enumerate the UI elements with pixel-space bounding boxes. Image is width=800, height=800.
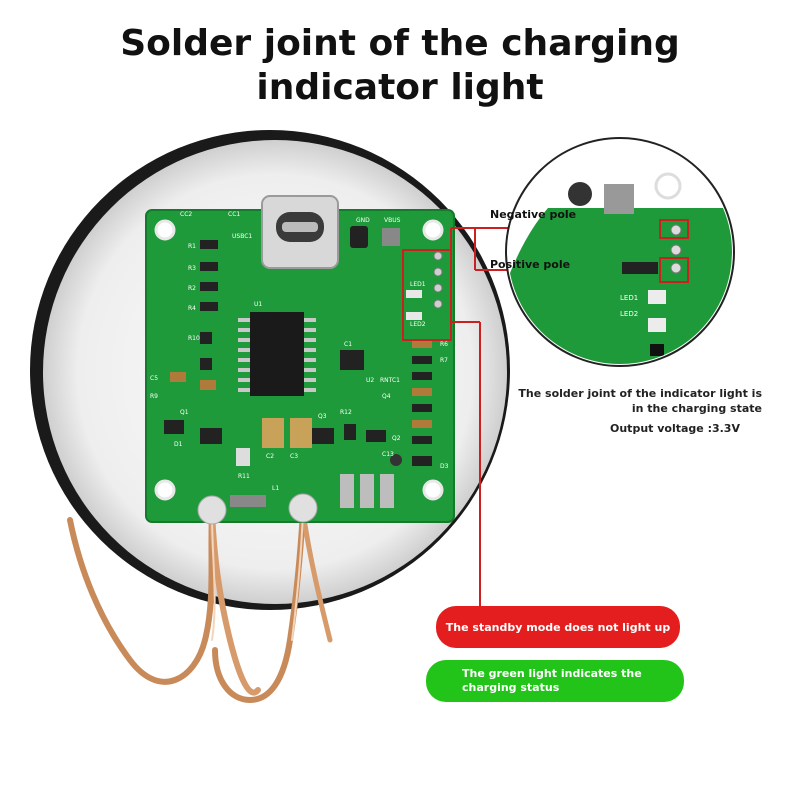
pcb-label-u2: U2: [366, 377, 374, 384]
pcb-label-gnd: GND: [356, 217, 370, 224]
pcb-label-c1: C1: [344, 341, 352, 348]
pcb-label-d1: D1: [174, 441, 183, 448]
charging-status-line-1: The green light indicates the: [462, 667, 642, 680]
standby-status-text: The standby mode does not light up: [445, 620, 671, 634]
pcb-label-q1: Q1: [180, 409, 189, 416]
indicator-note-line-2: in the charging state: [631, 402, 762, 415]
charging-status-pill: The green light indicates the charging s…: [426, 660, 684, 702]
page-title: Solder joint of the charging indicator l…: [0, 22, 800, 110]
positive-pole-label: Positive pole: [490, 258, 571, 271]
pcb-label-r10: R10: [188, 335, 200, 342]
charging-status-line-2: charging status: [462, 681, 560, 694]
pcb-label-c5: C5: [150, 375, 158, 382]
header-pins: [433, 251, 443, 309]
pcb-label-r6: R6: [440, 341, 448, 348]
pcb-label-r1: R1: [188, 243, 196, 250]
standby-status-pill: The standby mode does not light up: [436, 606, 680, 648]
negative-pole-label: Negative pole: [490, 208, 577, 221]
pcb-label-usbc1: USBC1: [232, 233, 252, 240]
pcb-label-vbus: VBUS: [384, 217, 401, 224]
pcb-label-r2: R2: [188, 285, 196, 292]
zoom-label-led2: LED2: [620, 310, 638, 318]
pcb-label-c13: C13: [382, 451, 394, 458]
zoom-label-led1: LED1: [620, 294, 638, 302]
pcb-label-d3: D3: [440, 463, 449, 470]
pcb-label-rntc1: RNTC1: [380, 377, 400, 384]
smd-components: [164, 226, 432, 508]
pcb-label-led1: LED1: [410, 281, 426, 288]
pcb-label-led2: LED2: [410, 321, 426, 328]
indicator-note: The solder joint of the indicator light …: [500, 386, 762, 416]
pcb-label-r7: R7: [440, 357, 448, 364]
output-voltage: Output voltage :3.3V: [610, 422, 740, 435]
pcb-label-cc1: CC1: [228, 211, 240, 218]
pcb-label-u1: U1: [254, 301, 262, 308]
pcb-label-r9: R9: [150, 393, 158, 400]
indicator-note-line-1: The solder joint of the indicator light …: [518, 387, 762, 400]
pcb-label-c2: C2: [266, 453, 274, 460]
usb-c-connector: [261, 195, 339, 269]
coil-solder-pads: [197, 493, 318, 525]
zoom-detail: VBUS LED1 LED2: [505, 137, 735, 367]
pcb-label-r12: R12: [340, 409, 352, 416]
pcb-label-r4: R4: [188, 305, 196, 312]
pcb-label-q4: Q4: [382, 393, 391, 400]
mounting-holes: [154, 219, 444, 501]
zoom-label-vbus: VBUS: [626, 174, 646, 182]
coil-wires: [67, 509, 333, 704]
title-line-2: indicator light: [256, 67, 544, 108]
pcb-label-c3: C3: [290, 453, 298, 460]
pcb-label-r3: R3: [188, 265, 196, 272]
pcb-label-q3: Q3: [318, 413, 327, 420]
chip-u1: [238, 312, 316, 396]
pcb-label-cc2: CC2: [180, 211, 192, 218]
pcb-label-r11: R11: [238, 473, 250, 480]
pcb-label-l1: L1: [272, 485, 279, 492]
title-line-1: Solder joint of the charging: [120, 23, 680, 64]
pcb-board: U1 USBC1 VBUS GND LED1 LED2 CC1 CC2 R1 R…: [145, 195, 455, 525]
pcb-label-q2: Q2: [392, 435, 401, 442]
